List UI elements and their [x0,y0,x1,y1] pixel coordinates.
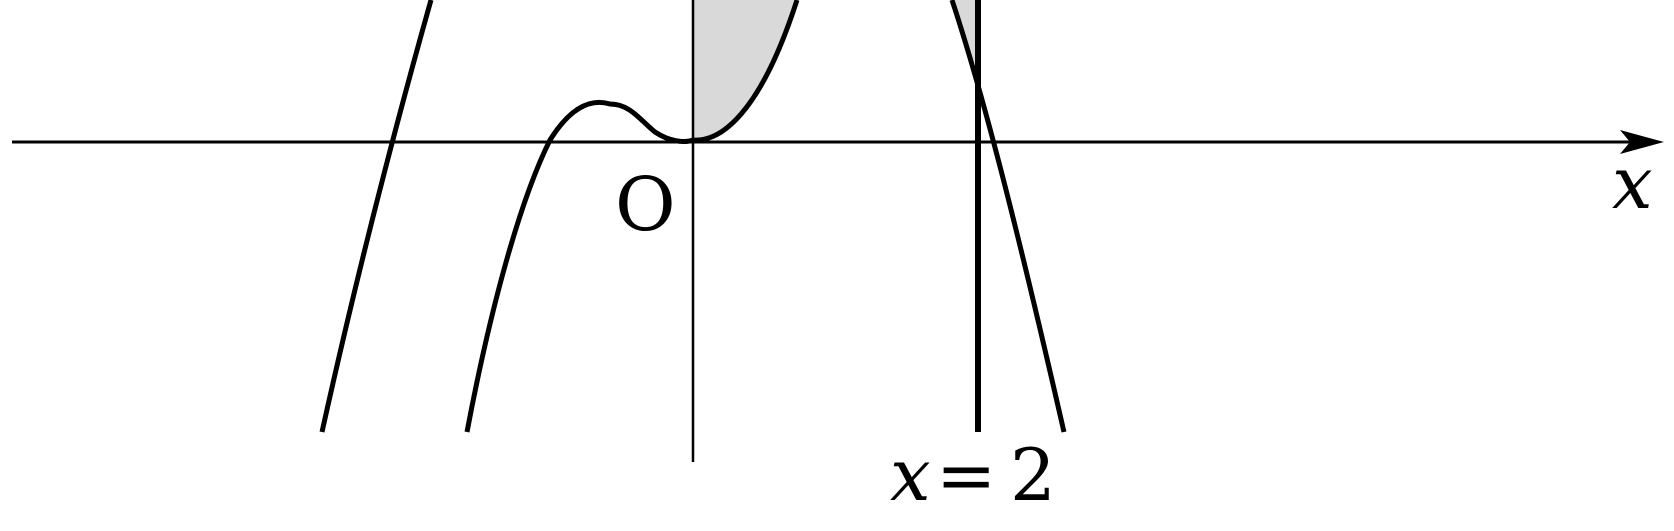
right-curve [949,0,1067,433]
line-label-eq: = [936,433,996,517]
left-steep-curve [319,0,434,433]
line-label-val: 2 [1010,433,1056,517]
line-label-var: x [890,433,931,517]
x-axis-arrow [1620,130,1664,154]
shaded-region [693,0,797,141]
origin-label: O [615,162,676,248]
x-axis-label: x [1612,141,1653,225]
main-curve [464,0,800,433]
